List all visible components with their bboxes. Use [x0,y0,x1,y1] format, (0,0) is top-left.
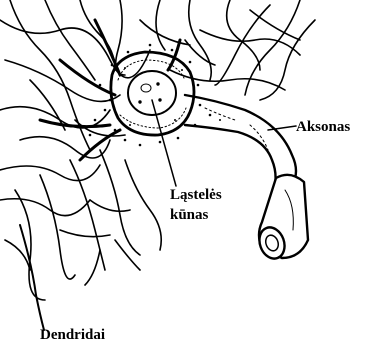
dendrites-label: Dendridai [40,326,105,344]
dendrite-pointer-line [20,225,44,330]
axon [185,95,296,185]
cell-body-label-line2: kūnas [170,206,208,224]
axon-label: Aksonas [296,118,350,136]
nucleus [128,71,176,115]
soma-stipple [89,44,221,147]
cell-body [111,52,194,135]
cell-body-label-line1: Ląstelės [170,186,222,204]
axon-cut-end [255,175,308,262]
